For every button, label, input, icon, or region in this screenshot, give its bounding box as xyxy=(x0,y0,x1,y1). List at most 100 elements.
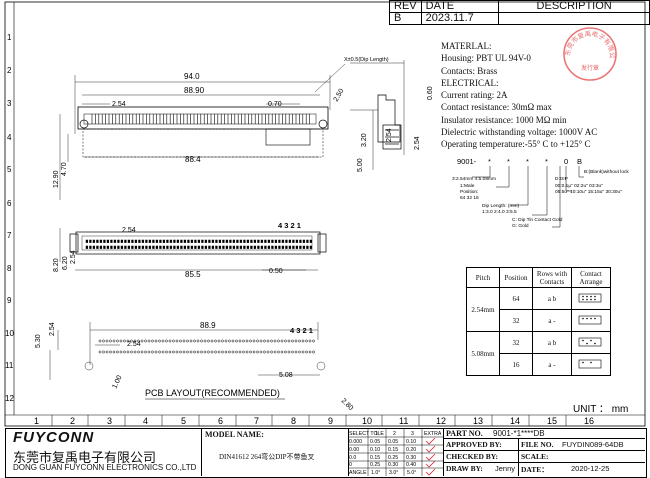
pcb-hole xyxy=(238,350,242,354)
ruler-label: 7 xyxy=(254,416,259,426)
pcb-hole xyxy=(154,339,158,343)
contact-mark xyxy=(292,239,295,243)
part-no-value: 9001-*1****DB xyxy=(493,429,545,438)
pcb-hole xyxy=(102,350,105,354)
title-block: FUYCONN 东莞市复禹电子有限公司 DONG GUAN FUYCONN EL… xyxy=(5,428,647,478)
contact-mark xyxy=(239,239,243,243)
ruler-label: 9 xyxy=(328,416,333,426)
contact-mark xyxy=(127,245,131,249)
dim-label: 0.50 xyxy=(269,268,283,275)
spec-line: Operating temperature:-55° C to +125° C xyxy=(441,139,591,150)
model-label: MODEL NAME: xyxy=(205,430,264,439)
ruler-label: 4 xyxy=(143,416,148,426)
left-ruler: 1 2 3 4 5 6 7 8 9 10 11 12 xyxy=(5,33,14,403)
pin-numbers: 4 3 2 1 xyxy=(290,326,313,335)
ruler-label: 7 xyxy=(7,231,12,240)
contact-mark xyxy=(159,239,162,243)
contact-mark xyxy=(229,239,232,243)
contact-mark xyxy=(89,245,92,249)
pcb-hole xyxy=(266,350,270,354)
ruler-label: 13 xyxy=(473,416,483,426)
front-view: 94.0 88.90 2.54 0.70 2.50 12.90 4.70 88.… xyxy=(53,63,346,200)
spec-line: Current rating: 2A xyxy=(441,90,508,101)
contact-mark xyxy=(169,245,173,249)
pcb-hole xyxy=(235,339,238,343)
pcb-hole xyxy=(301,339,305,343)
contact-mark xyxy=(271,245,274,249)
ruler-label: 14 xyxy=(510,416,520,426)
contact-mark xyxy=(218,239,222,243)
pcb-hole xyxy=(182,339,186,343)
code-note: D:DIP xyxy=(555,176,568,182)
pcb-hole xyxy=(179,350,182,354)
spec-line: MATERLAL: xyxy=(441,41,492,51)
contact-mark xyxy=(194,245,197,249)
dim-label: 0.70 xyxy=(268,101,282,108)
pcb-hole xyxy=(308,339,312,343)
pcb-hole xyxy=(207,339,210,343)
contact-mark xyxy=(246,245,250,249)
pcb-hole xyxy=(112,350,116,354)
contact-mark xyxy=(106,245,110,249)
tol-cell: 0.25 xyxy=(370,462,380,468)
dim-label: 2.80 xyxy=(340,397,355,412)
contact-mark xyxy=(152,239,155,243)
pcb-hole xyxy=(294,339,298,343)
contact-mark xyxy=(145,239,148,243)
contact-mark xyxy=(285,245,288,249)
code-char: B xyxy=(577,157,582,166)
contact-mark xyxy=(99,245,103,249)
contact-mark xyxy=(204,245,208,249)
pcb-hole xyxy=(228,350,231,354)
pcb-hole xyxy=(168,339,172,343)
ruler-label: 9 xyxy=(7,296,12,305)
pcb-hole xyxy=(203,350,207,354)
contact-mark xyxy=(274,245,278,249)
pcb-hole xyxy=(116,339,119,343)
pcb-hole xyxy=(308,350,312,354)
contact-mark xyxy=(257,245,260,249)
contact-mark xyxy=(148,239,152,243)
dim-label: 4.70 xyxy=(61,162,68,176)
pcb-hole xyxy=(231,350,235,354)
contact-mark xyxy=(106,239,110,243)
ruler-label: 11 xyxy=(399,416,408,426)
file-no-label: FILE NO. xyxy=(521,440,554,449)
contact-mark xyxy=(201,239,204,243)
pcb-hole xyxy=(224,350,228,354)
seal-sub-text: 发行章 xyxy=(581,64,599,72)
pcb-hole xyxy=(165,350,168,354)
tol-cell: 0.30 xyxy=(388,462,398,468)
contact-mark xyxy=(260,239,264,243)
company-name-en: DONG GUAN FUYCONN ELECTRONICS CO.,LTD xyxy=(13,463,197,472)
date-label: DATE： xyxy=(521,465,549,474)
pcb-hole xyxy=(207,350,210,354)
contact-mark xyxy=(274,239,278,243)
contact-mark xyxy=(292,245,295,249)
contact-mark xyxy=(295,245,299,249)
contact-mark xyxy=(253,239,257,243)
pcb-hole xyxy=(112,339,116,343)
contact-mark xyxy=(309,239,313,243)
contact-mark xyxy=(264,245,267,249)
ruler-label: 12 xyxy=(5,394,14,403)
contact-mark xyxy=(218,245,222,249)
contact-mark xyxy=(225,239,229,243)
contact-mark xyxy=(250,245,253,249)
contact-mark xyxy=(194,239,197,243)
tol-cell: 0.000 xyxy=(349,439,362,445)
pcb-hole xyxy=(200,350,203,354)
pcb-hole xyxy=(158,350,161,354)
contact-mark xyxy=(253,245,257,249)
pcb-hole xyxy=(189,339,193,343)
contact-mark xyxy=(124,245,127,249)
contact-mark xyxy=(113,245,117,249)
dim-label: 2.54 xyxy=(70,250,77,264)
code-note: C: Dip Tin Contact Gold xyxy=(512,217,563,223)
contact-mark xyxy=(264,239,267,243)
pcb-hole xyxy=(298,339,301,343)
pcb-hole xyxy=(277,350,280,354)
spec-line: Housing: PBT UL 94V-0 xyxy=(441,53,531,64)
code-note: 05:5u" 10:10u" 15:15u" 30:30u" xyxy=(555,189,622,195)
pcb-hole xyxy=(186,339,189,343)
